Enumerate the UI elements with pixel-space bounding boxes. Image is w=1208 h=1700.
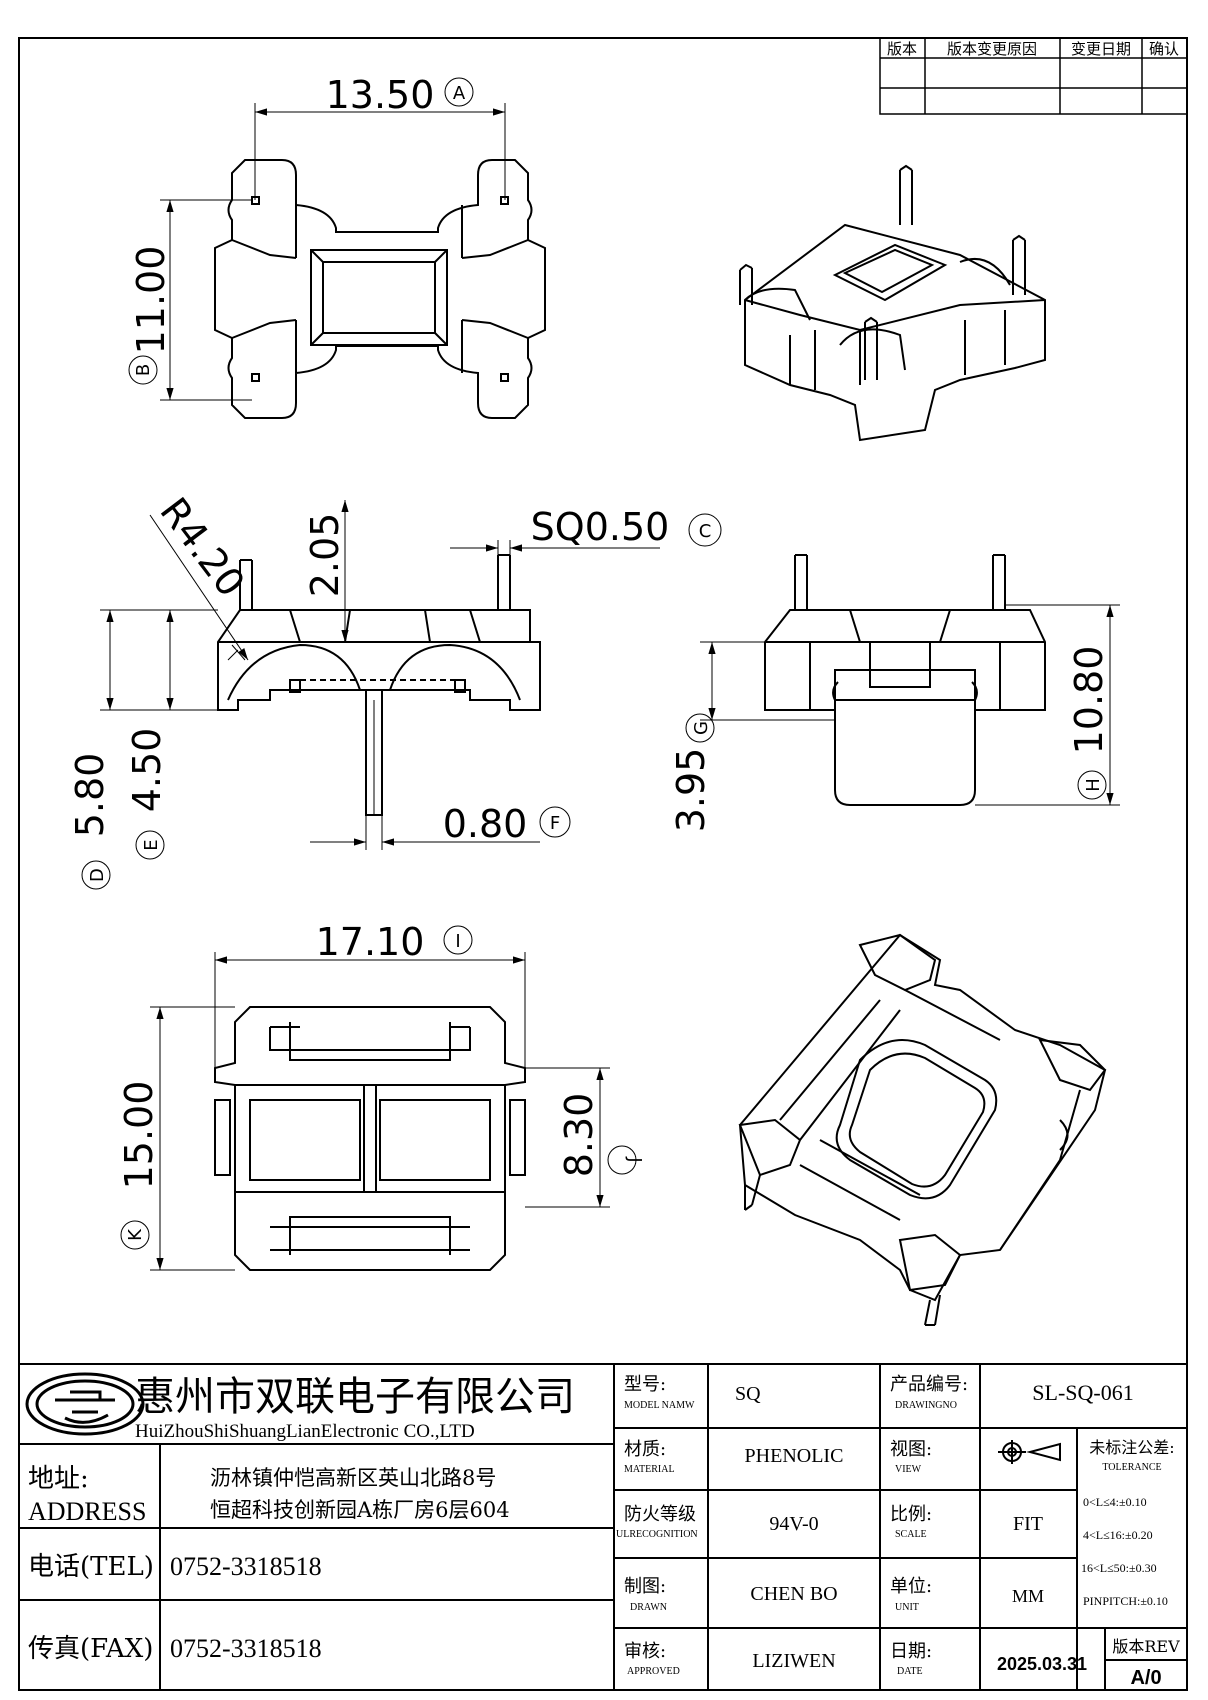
date-label-en: DATE — [897, 1666, 923, 1677]
tolerance-line-4: PINPITCH:±0.10 — [1083, 1594, 1168, 1608]
material-value: PHENOLIC — [745, 1445, 844, 1467]
dim-i-lines — [214, 925, 526, 1068]
unit-value: MM — [1012, 1586, 1044, 1606]
tolerance-title-cn: 未标注公差: — [1089, 1438, 1174, 1457]
dim-d-value: 5.80 — [68, 753, 112, 838]
material-label-cn: 材质: — [624, 1439, 666, 1460]
bottom-view — [214, 1006, 526, 1271]
tel-label: 电话(TEL) — [28, 1552, 154, 1582]
tolerance-line-1: 0<L≤4:±0.10 — [1083, 1495, 1147, 1509]
fax-label: 传真(FAX) — [28, 1634, 153, 1664]
dim-j-lines — [525, 1067, 637, 1208]
tolerance-title-en: TOLERANCE — [1102, 1462, 1161, 1473]
model-label-cn: 型号: — [624, 1374, 666, 1395]
drawingno-label-cn: 产品编号: — [890, 1374, 968, 1395]
rev-header-version: 版本 — [887, 40, 917, 58]
view-label-cn: 视图: — [890, 1439, 932, 1460]
dim-i-value: 17.10 — [316, 920, 425, 964]
address-line-2: 恒超科技创新园A栋厂房6层604 — [210, 1498, 510, 1522]
rev-label: 版本REV — [1112, 1637, 1180, 1656]
view-label-en: VIEW — [895, 1464, 922, 1475]
dim-a-ref: A — [453, 83, 466, 104]
company-name-cn: 惠州市双联电子有限公司 — [135, 1374, 575, 1420]
scale-label-cn: 比例: — [890, 1504, 932, 1525]
material-label-en: MATERIAL — [624, 1464, 675, 1475]
dim-k-lines — [120, 1006, 235, 1271]
rev-header-reason: 版本变更原因 — [947, 40, 1037, 58]
rev-header-confirm: 确认 — [1149, 40, 1179, 58]
rev-header-date: 变更日期 — [1071, 40, 1131, 58]
address-label-cn: 地址: — [28, 1464, 89, 1494]
dim-g-ref: G — [691, 721, 712, 735]
dim-j-ref: J — [624, 1156, 645, 1162]
top-view — [214, 159, 546, 419]
iso-view-top — [739, 164, 1046, 442]
drawingno-value: SL-SQ-061 — [1032, 1380, 1133, 1405]
tolerance-line-2: 4<L≤16:±0.20 — [1083, 1528, 1153, 1542]
scale-value: FIT — [1013, 1513, 1043, 1535]
scale-label-en: SCALE — [895, 1529, 927, 1540]
drawn-label-en: DRAWN — [630, 1602, 667, 1613]
date-label-cn: 日期: — [890, 1641, 932, 1662]
iso-view-bottom — [738, 933, 1107, 1326]
projection-symbol-icon — [998, 1440, 1061, 1464]
model-label-en: MODEL NAMW — [624, 1400, 695, 1411]
dim-c-value: SQ0.50 — [531, 505, 670, 549]
dim-c-ref: C — [699, 521, 712, 542]
dim-g-value: 3.95 — [669, 748, 713, 833]
fax-value: 0752-3318518 — [170, 1634, 322, 1663]
company-name-en: HuiZhouShiShuangLianElectronic CO.,LTD — [135, 1421, 475, 1442]
fire-label-en: ULRECOGNITION — [616, 1529, 698, 1540]
approved-label-en: APPROVED — [627, 1666, 680, 1677]
approved-label-cn: 审核: — [624, 1641, 666, 1662]
dim-d-ref: D — [87, 868, 108, 882]
dim-i-ref: I — [455, 931, 460, 952]
rev-value: A/0 — [1130, 1667, 1161, 1689]
dim-h-lines — [975, 604, 1120, 806]
dim-r-lines — [149, 514, 249, 661]
model-value: SQ — [735, 1383, 761, 1405]
dim-b-ref: B — [133, 364, 154, 376]
drawing-border — [18, 37, 1188, 1691]
fire-value: 94V-0 — [769, 1513, 818, 1535]
front-view — [217, 554, 541, 816]
dim-b-value: 11.00 — [129, 246, 173, 355]
dim-e-ref: E — [141, 839, 162, 850]
tel-value: 0752-3318518 — [170, 1552, 322, 1581]
dim-b-lines — [128, 199, 252, 401]
dim-j-value: 8.30 — [557, 1093, 601, 1178]
dim-f-lines — [310, 806, 571, 850]
dim-a-lines — [254, 77, 506, 200]
unit-label-en: UNIT — [895, 1602, 919, 1613]
dim-c-lines — [450, 513, 722, 560]
dim-a-value: 13.50 — [326, 73, 435, 117]
dim-c-top-value: 2.05 — [303, 513, 347, 598]
drawn-label-cn: 制图: — [624, 1576, 666, 1597]
dim-f-ref: F — [550, 813, 560, 834]
drawingno-label-en: DRAWINGNO — [895, 1400, 957, 1411]
dim-e-value: 4.50 — [125, 728, 169, 813]
title-block-grid — [19, 1363, 1187, 1690]
dim-f-value: 0.80 — [443, 802, 528, 846]
unit-label-cn: 单位: — [890, 1576, 932, 1597]
drawn-value: CHEN BO — [750, 1583, 837, 1605]
address-label-en: ADDRESS — [28, 1497, 146, 1526]
dim-h-ref: H — [1083, 778, 1104, 792]
dim-d-e-lines — [81, 609, 218, 890]
company-logo — [25, 1372, 145, 1436]
dim-g-lines — [685, 641, 835, 743]
fire-label-cn: 防火等级 — [624, 1504, 696, 1525]
tolerance-line-3: 16<L≤50:±0.30 — [1081, 1561, 1157, 1575]
dim-k-ref: K — [125, 1228, 146, 1241]
date-value: 2025.03.31 — [997, 1654, 1087, 1674]
revision-table — [879, 37, 1188, 115]
approved-value: LIZIWEN — [752, 1650, 835, 1672]
side-view — [764, 554, 1046, 806]
address-line-1: 沥林镇仲恺高新区英山北路8号 — [210, 1466, 496, 1490]
dim-h-value: 10.80 — [1067, 646, 1111, 755]
dim-r-value: R4.20 — [151, 490, 253, 605]
dim-k-value: 15.00 — [117, 1081, 161, 1190]
